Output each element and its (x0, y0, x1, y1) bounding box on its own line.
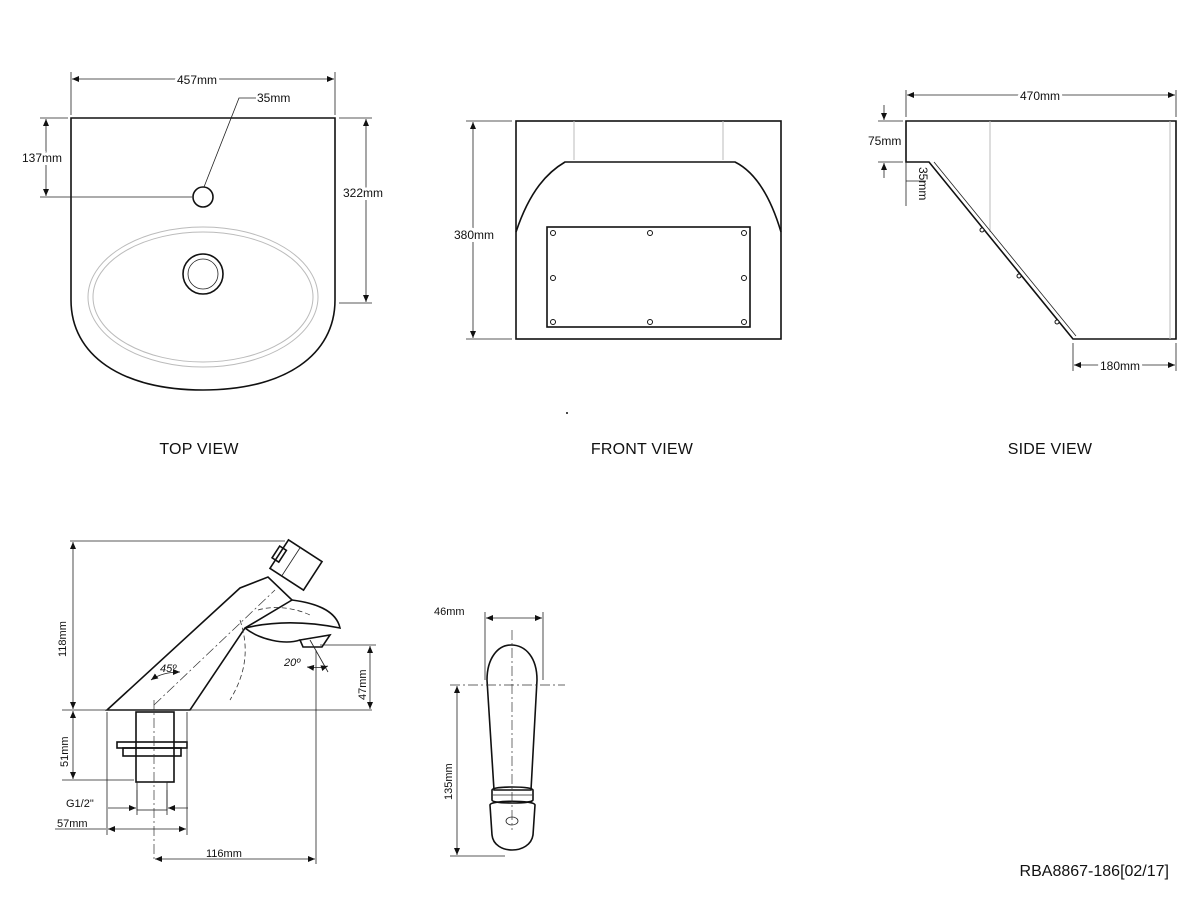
tap-shank (135, 711, 175, 783)
tap-front-view: 46mm 135mm (434, 606, 565, 857)
tap-hole-leader (203, 97, 256, 188)
bowl-rim (87, 226, 319, 368)
side-view-title: SIDE VIEW (1008, 441, 1093, 458)
top-view-title: TOP VIEW (159, 441, 239, 458)
side-view: 470mm 75mm 35mm 180mm SIDE VIEW (868, 86, 1177, 458)
drawing-reference: RBA8867-186[02/17] (1020, 863, 1169, 880)
front-view-title: FRONT VIEW (591, 441, 694, 458)
dim-label-tap-height: 118mm (57, 621, 69, 657)
top-view: 457mm 35mm 137mm 322mm TOP VIEW (19, 70, 386, 458)
tap-side-view: 118mm 47mm 51mm G1/2" 57mm 116mm 45º 20º (55, 538, 376, 864)
tap-body (104, 576, 294, 711)
dim-label-width: 457mm (177, 73, 217, 87)
dim-label-side-depth: 470mm (1020, 89, 1060, 103)
basin-outline (70, 117, 336, 391)
tap-front-outlet (489, 800, 536, 851)
tap-front-outline (486, 644, 538, 791)
angle-label-spout: 20º (283, 657, 301, 669)
side-outline (905, 120, 1177, 340)
dim-label-front-height: 380mm (454, 228, 494, 242)
panel-screws (550, 230, 747, 325)
tap-aerator (298, 633, 332, 648)
drain-inner (187, 258, 219, 290)
access-panel (546, 226, 751, 328)
dim-label-thread: G1/2" (66, 798, 94, 810)
angle-label-body: 45º (160, 663, 177, 675)
dim-label-base-width: 57mm (57, 818, 88, 830)
dim-label-depth: 322mm (343, 186, 383, 200)
dim-label-tap-front-height: 135mm (443, 763, 455, 800)
tap-hole (192, 186, 214, 208)
front-outline (515, 120, 782, 340)
dim-label-tap-hole: 35mm (257, 91, 290, 105)
dim-label-bottom: 180mm (1100, 359, 1140, 373)
push-button (268, 538, 324, 592)
dim-label-top-height: 75mm (868, 134, 901, 148)
bowl-rim-inner (92, 231, 314, 363)
drain-outer (182, 253, 224, 295)
dim-label-spout-drop: 47mm (357, 669, 369, 700)
dim-label-tap-width: 46mm (434, 606, 465, 618)
front-arch (515, 161, 782, 233)
dim-label-reach: 116mm (206, 848, 242, 860)
dim-label-lip: 35mm (916, 167, 930, 200)
dim-label-base-height: 51mm (59, 736, 71, 767)
tap-spout (244, 599, 342, 630)
dim-label-hole-offset: 137mm (22, 151, 62, 165)
side-screws (979, 227, 1060, 325)
front-view: 380mm FRONT VIEW (451, 120, 782, 458)
stray-mark (566, 412, 568, 414)
